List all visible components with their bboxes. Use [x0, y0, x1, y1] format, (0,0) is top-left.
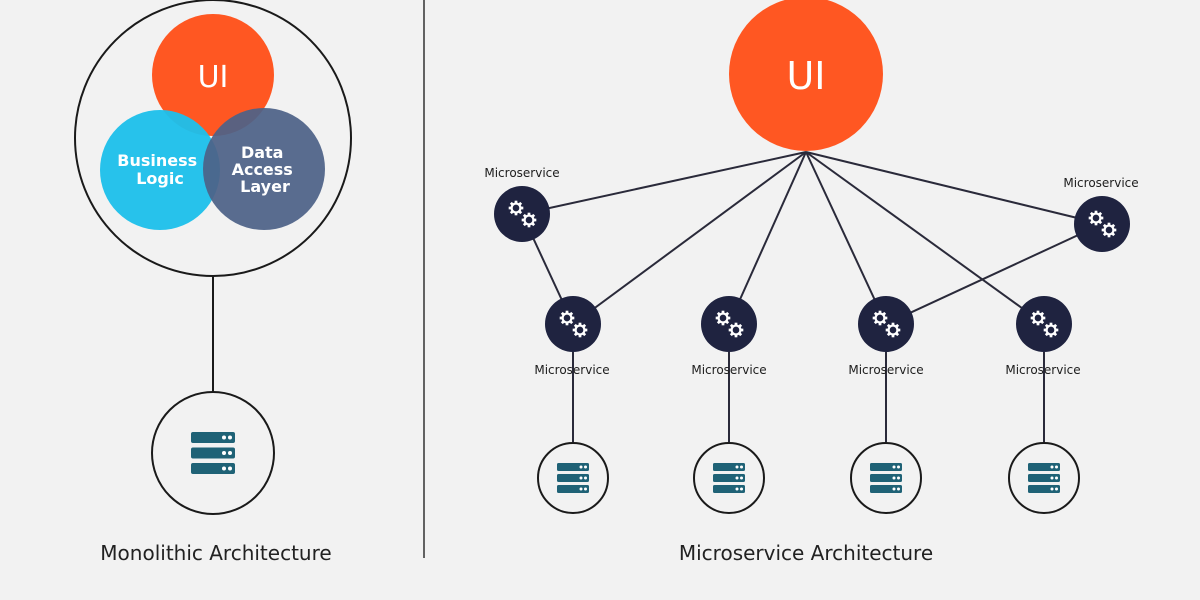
data-access-line-1: Data [241, 143, 284, 162]
microservice-ui-label: UI [786, 54, 825, 98]
business-logic-circle [100, 110, 220, 230]
business-logic-line-2: Logic [136, 169, 184, 188]
monolith-caption: Monolithic Architecture [100, 541, 331, 565]
microservice-node-bottom-4 [1016, 296, 1072, 352]
monolith-ui-circle [152, 14, 274, 136]
monolith-database [151, 391, 275, 515]
monolith-section: UI Business Logic Data Access Layer Mono… [74, 0, 352, 565]
monolith-ui-label: UI [198, 60, 229, 95]
server-stack-icon [191, 432, 235, 474]
server-stack-icon [713, 463, 745, 493]
database-3 [850, 442, 922, 514]
microservice-caption: Microservice Architecture [679, 541, 933, 565]
server-stack-icon [870, 463, 902, 493]
microservice-section: UI Microservice Microservice Microservic… [484, 0, 1139, 565]
microservice-node-bottom-3 [858, 296, 914, 352]
microservice-ui-circle [729, 0, 883, 151]
microservice-node-top-left [494, 186, 550, 242]
server-stack-icon [1028, 463, 1060, 493]
microservice-label-bottom-2: Microservice [691, 363, 766, 377]
database-1 [537, 442, 609, 514]
server-stack-icon [557, 463, 589, 493]
data-access-line-3: Layer [240, 177, 290, 196]
connector-lines [521, 151, 1103, 442]
data-access-line-2: Access [232, 160, 293, 179]
microservice-node-top-right [1074, 196, 1130, 252]
database-4 [1008, 442, 1080, 514]
database-2 [693, 442, 765, 514]
business-logic-line-1: Business [117, 151, 197, 170]
microservice-node-bottom-2 [701, 296, 757, 352]
microservice-label-top-right: Microservice [1063, 176, 1138, 190]
microservice-node-bottom-1 [545, 296, 601, 352]
microservice-label-bottom-1: Microservice [534, 363, 609, 377]
business-logic-label: Business Logic [117, 151, 202, 188]
microservice-label-top-left: Microservice [484, 166, 559, 180]
microservice-label-bottom-3: Microservice [848, 363, 923, 377]
data-access-circle [203, 108, 325, 230]
data-access-label: Data Access Layer [232, 143, 299, 196]
microservice-label-bottom-4: Microservice [1005, 363, 1080, 377]
